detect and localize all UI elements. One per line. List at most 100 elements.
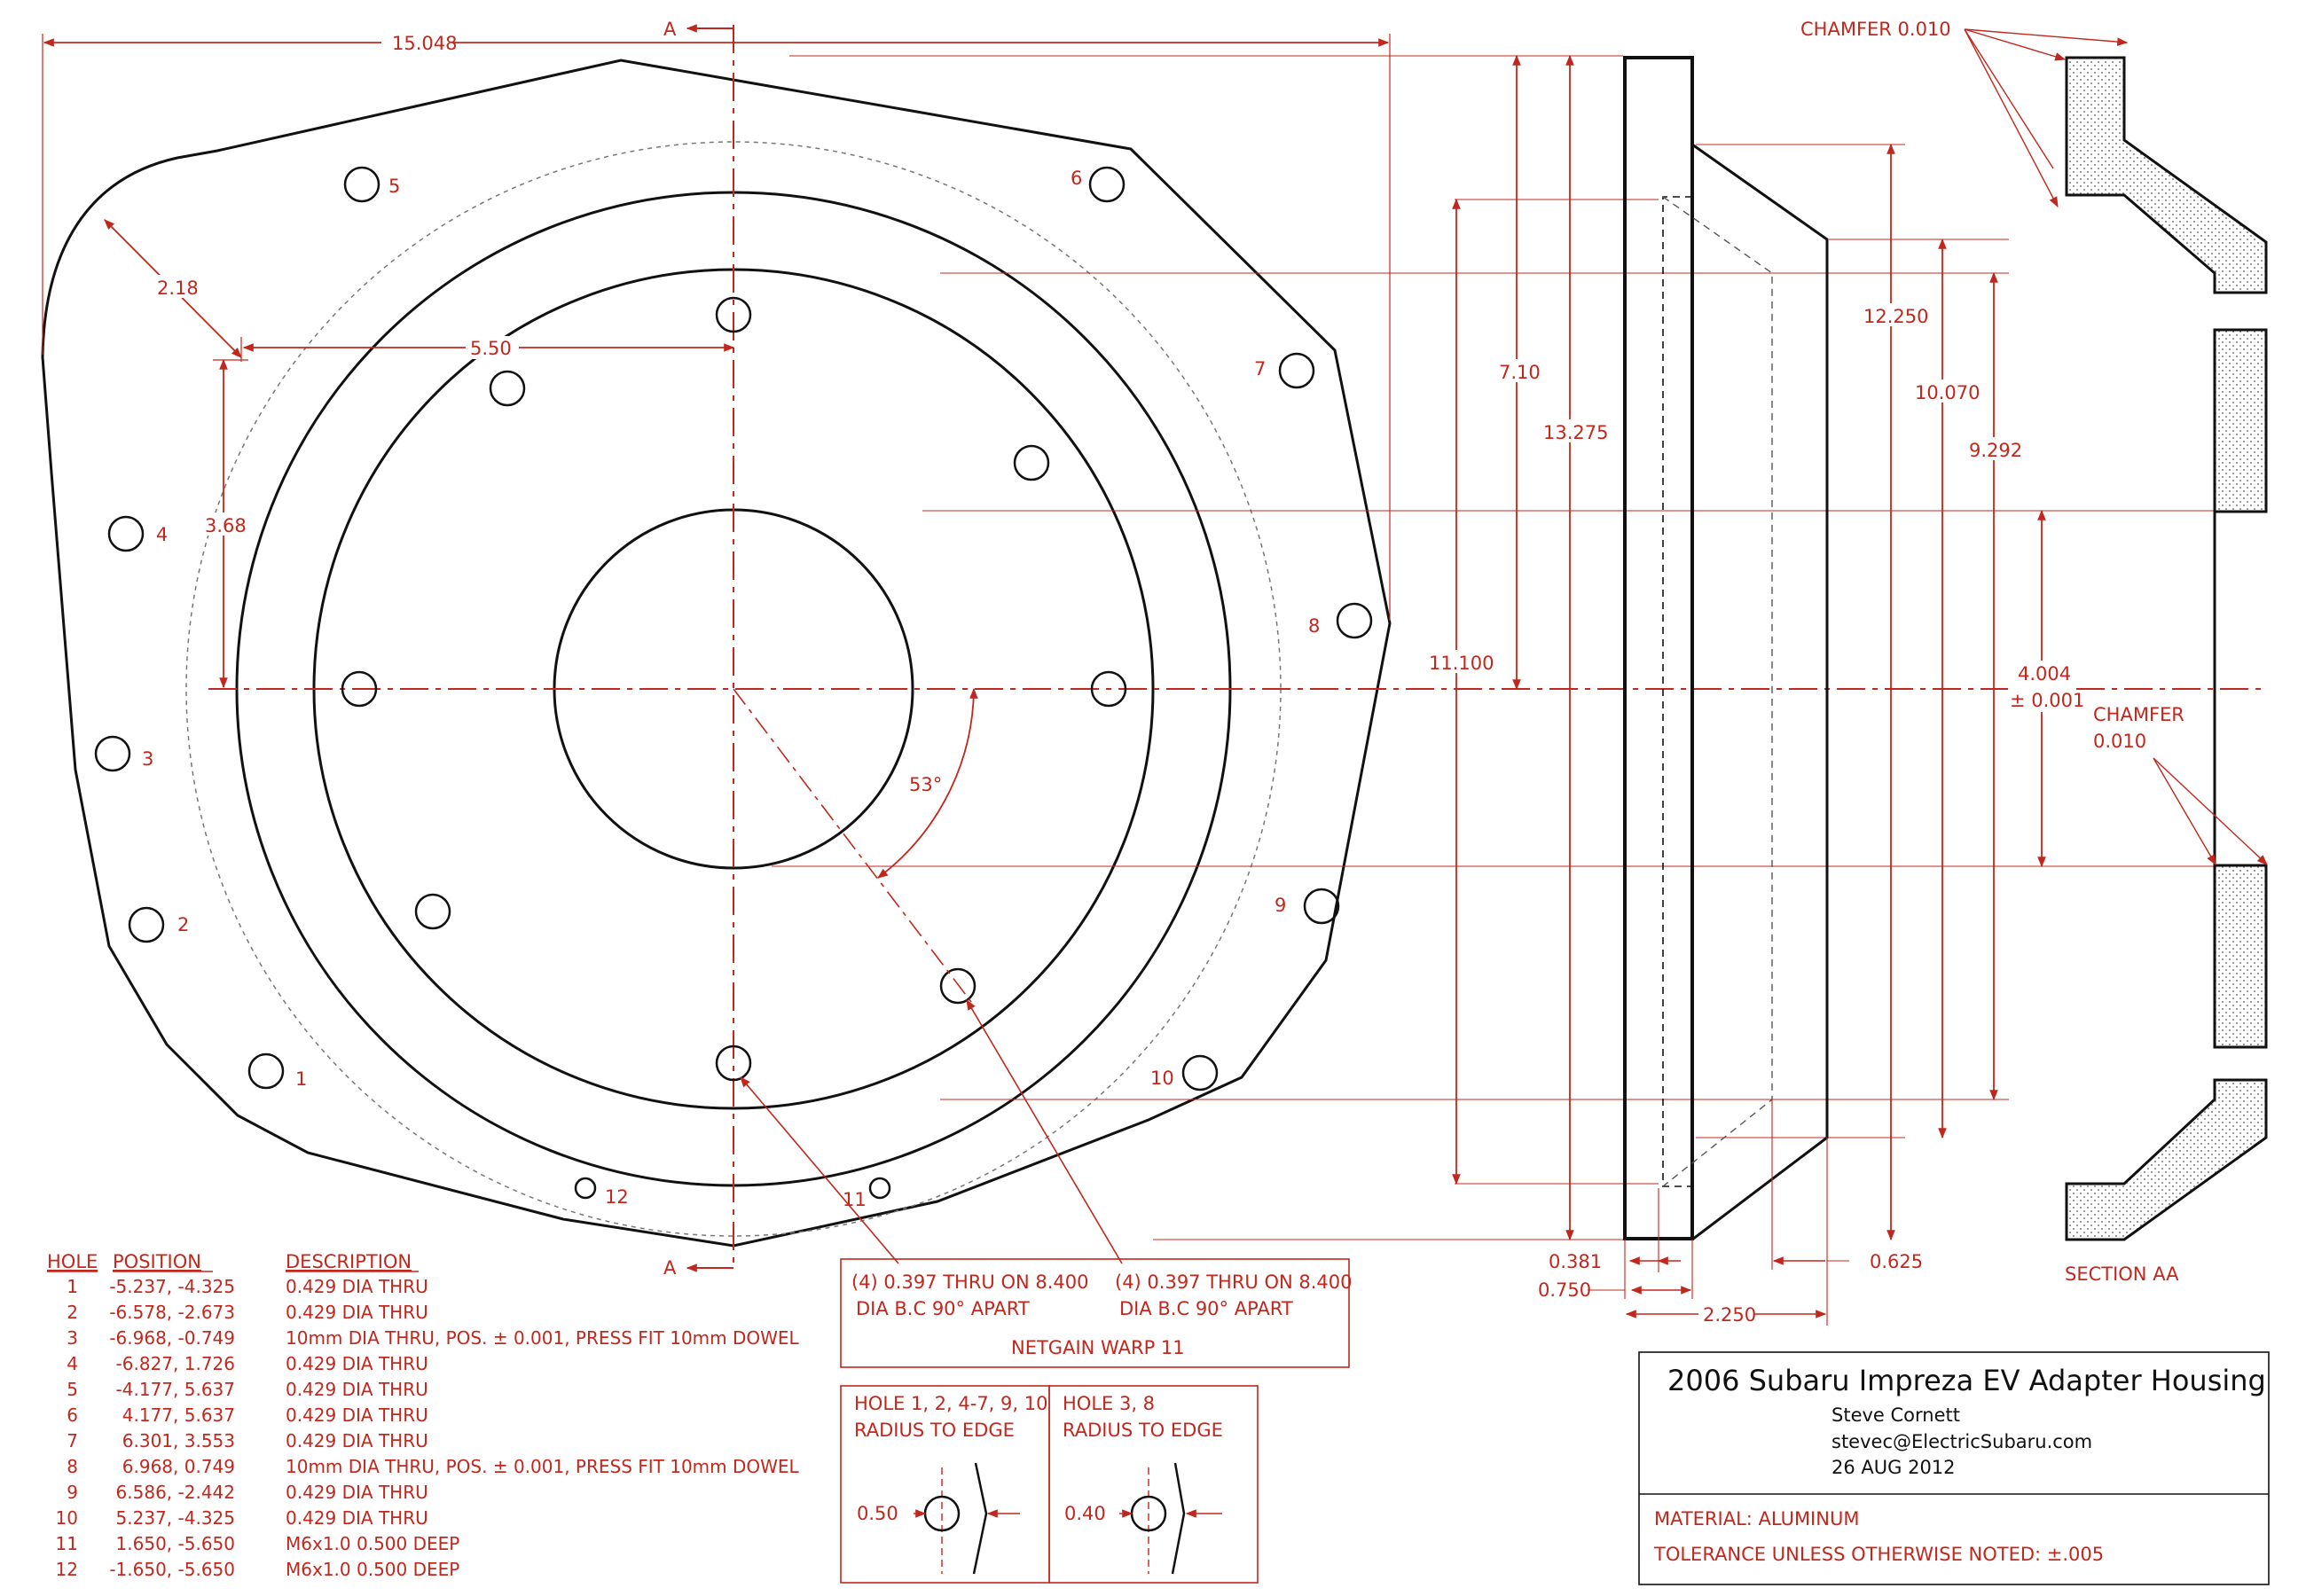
- hole-1: [247, 1052, 285, 1090]
- table-cell-position: -6.968, -0.749: [109, 1327, 235, 1349]
- hole-2: [128, 906, 165, 943]
- dim-9-292: 9.292: [1969, 440, 2022, 461]
- hole-label-12: 12: [605, 1186, 629, 1208]
- table-cell-hole: 3: [67, 1327, 78, 1349]
- table-cell-description: 0.429 DIA THRU: [286, 1302, 428, 1323]
- dim-13-275: 13.275: [1543, 422, 1608, 443]
- author-name: Steve Cornett: [1831, 1404, 1960, 1426]
- hole-4: [107, 515, 145, 552]
- table-cell-description: 0.429 DIA THRU: [286, 1507, 428, 1529]
- dim-0-625: 0.625: [1870, 1251, 1923, 1272]
- dim-bore-tolerance: ± 0.001: [2010, 690, 2084, 711]
- table-cell-position: -6.827, 1.726: [116, 1353, 235, 1374]
- bolt-note-a-line1: (4) 0.397 THRU ON 8.400: [851, 1271, 1089, 1293]
- table-cell-position: 1.650, -5.650: [116, 1533, 235, 1554]
- bolt-note-a-line2: DIA B.C 90° APART: [856, 1298, 1030, 1319]
- radius-right-line2: RADIUS TO EDGE: [1063, 1420, 1223, 1441]
- hole-label-8: 8: [1308, 615, 1320, 637]
- table-cell-hole: 5: [67, 1379, 78, 1400]
- hole-11: [868, 1177, 891, 1200]
- bolt-notes: (4) 0.397 THRU ON 8.400 DIA B.C 90° APAR…: [840, 1258, 1353, 1368]
- section-aa: CHAMFER 0.010 CHAMFER 0.010 SECTION AA: [1800, 19, 2268, 1285]
- radius-note-boxes: HOLE 1, 2, 4-7, 9, 10 RADIUS TO EDGE HOL…: [840, 1385, 1259, 1584]
- bolt-hole: [414, 893, 451, 930]
- dim-bore: 4.004: [2018, 663, 2071, 685]
- table-cell-position: -1.650, -5.650: [109, 1559, 235, 1580]
- table-cell-position: 4.177, 5.637: [122, 1404, 235, 1426]
- table-cell-position: -6.578, -2.673: [109, 1302, 235, 1323]
- table-cell-hole: 11: [56, 1533, 78, 1554]
- table-cell-description: 0.429 DIA THRU: [286, 1482, 428, 1503]
- hole-9: [1303, 888, 1340, 925]
- chamfer-right-label-1: CHAMFER: [2093, 704, 2184, 725]
- table-cell-description: M6x1.0 0.500 DEEP: [286, 1533, 459, 1554]
- section-aa-label: SECTION AA: [2065, 1264, 2179, 1285]
- table-cell-description: 0.429 DIA THRU: [286, 1404, 428, 1426]
- hole-8: [1336, 602, 1373, 639]
- hole-table: HOLE POSITION DESCRIPTION 1-5.237, -4.32…: [47, 1251, 800, 1580]
- hole-label-3: 3: [142, 748, 153, 770]
- front-view: 1 2 3 4 5 6 7 8 9 10 11 12 A A 15.048 2.…: [41, 19, 2262, 1279]
- table-cell-hole: 2: [67, 1302, 78, 1323]
- chamfer-right-label-2: 0.010: [2093, 731, 2146, 752]
- hole-label-11: 11: [843, 1189, 867, 1210]
- table-cell-position: -4.177, 5.637: [116, 1379, 235, 1400]
- table-cell-hole: 8: [67, 1456, 78, 1477]
- bolt-hole: [939, 967, 977, 1005]
- bolt-hole: [341, 670, 378, 708]
- table-cell-hole: 12: [56, 1559, 78, 1580]
- dim-overall-width: 15.048: [392, 33, 457, 54]
- dim-2-250: 2.250: [1703, 1304, 1756, 1326]
- hole-12: [574, 1177, 597, 1200]
- table-cell-hole: 1: [67, 1276, 78, 1297]
- side-view: 0.381 0.750 2.250 0.625: [1538, 56, 1923, 1326]
- radius-right-value: 0.40: [1064, 1503, 1106, 1524]
- motor-label: NETGAIN WARP 11: [1011, 1337, 1185, 1358]
- radius-left-value: 0.50: [857, 1503, 898, 1524]
- table-cell-hole: 7: [67, 1430, 78, 1451]
- bolt-note-b-line2: DIA B.C 90° APART: [1119, 1298, 1293, 1319]
- bolt-hole: [715, 1044, 752, 1082]
- table-cell-description: 0.429 DIA THRU: [286, 1276, 428, 1297]
- bolt-hole: [1013, 444, 1050, 481]
- table-cell-description: 0.429 DIA THRU: [286, 1379, 428, 1400]
- table-cell-hole: 6: [67, 1404, 78, 1426]
- hole-3: [94, 735, 131, 772]
- vertical-dimensions: 7.10 13.275 11.100 12.250 10.070 9.292 4…: [772, 54, 2226, 1241]
- hole-label-2: 2: [177, 914, 189, 935]
- table-cell-description: M6x1.0 0.500 DEEP: [286, 1559, 459, 1580]
- material-note: MATERIAL: ALUMINUM: [1654, 1508, 1859, 1530]
- table-header-position: POSITION: [113, 1251, 201, 1272]
- dim-10-070: 10.070: [1915, 382, 1980, 403]
- table-cell-description: 0.429 DIA THRU: [286, 1353, 428, 1374]
- title-block: 2006 Subaru Impreza EV Adapter Housing S…: [1638, 1351, 2270, 1585]
- hole-label-10: 10: [1150, 1068, 1174, 1089]
- dim-offset-x: 5.50: [470, 338, 512, 359]
- dim-offset-y: 3.68: [205, 515, 247, 536]
- section-a-top-label: A: [663, 19, 677, 40]
- tolerance-note: TOLERANCE UNLESS OTHERWISE NOTED: ±.005: [1653, 1544, 2104, 1565]
- dim-7-10: 7.10: [1499, 362, 1541, 383]
- bolt-hole: [489, 370, 526, 407]
- table-header-description: DESCRIPTION: [286, 1251, 412, 1272]
- hole-label-7: 7: [1254, 358, 1266, 379]
- bolt-note-b-line1: (4) 0.397 THRU ON 8.400: [1115, 1271, 1353, 1293]
- drawing-title: 2006 Subaru Impreza EV Adapter Housing: [1667, 1364, 2266, 1397]
- hole-label-9: 9: [1275, 895, 1286, 916]
- chamfer-top-label: CHAMFER 0.010: [1800, 19, 1951, 40]
- table-cell-description: 10mm DIA THRU, POS. ± 0.001, PRESS FIT 1…: [286, 1456, 800, 1477]
- dim-12-250: 12.250: [1863, 306, 1928, 327]
- radius-left-line1: HOLE 1, 2, 4-7, 9, 10: [854, 1393, 1047, 1414]
- drawing-date: 26 AUG 2012: [1831, 1457, 1956, 1478]
- table-cell-hole: 10: [56, 1507, 78, 1529]
- dim-corner-radius: 2.18: [157, 278, 199, 299]
- radius-left-line2: RADIUS TO EDGE: [854, 1420, 1015, 1441]
- dim-11-100: 11.100: [1429, 653, 1494, 674]
- hole-6: [1088, 166, 1126, 203]
- table-cell-description: 0.429 DIA THRU: [286, 1430, 428, 1451]
- hole-label-5: 5: [388, 176, 400, 197]
- table-cell-position: 6.968, 0.749: [122, 1456, 235, 1477]
- bolt-hole: [715, 296, 752, 333]
